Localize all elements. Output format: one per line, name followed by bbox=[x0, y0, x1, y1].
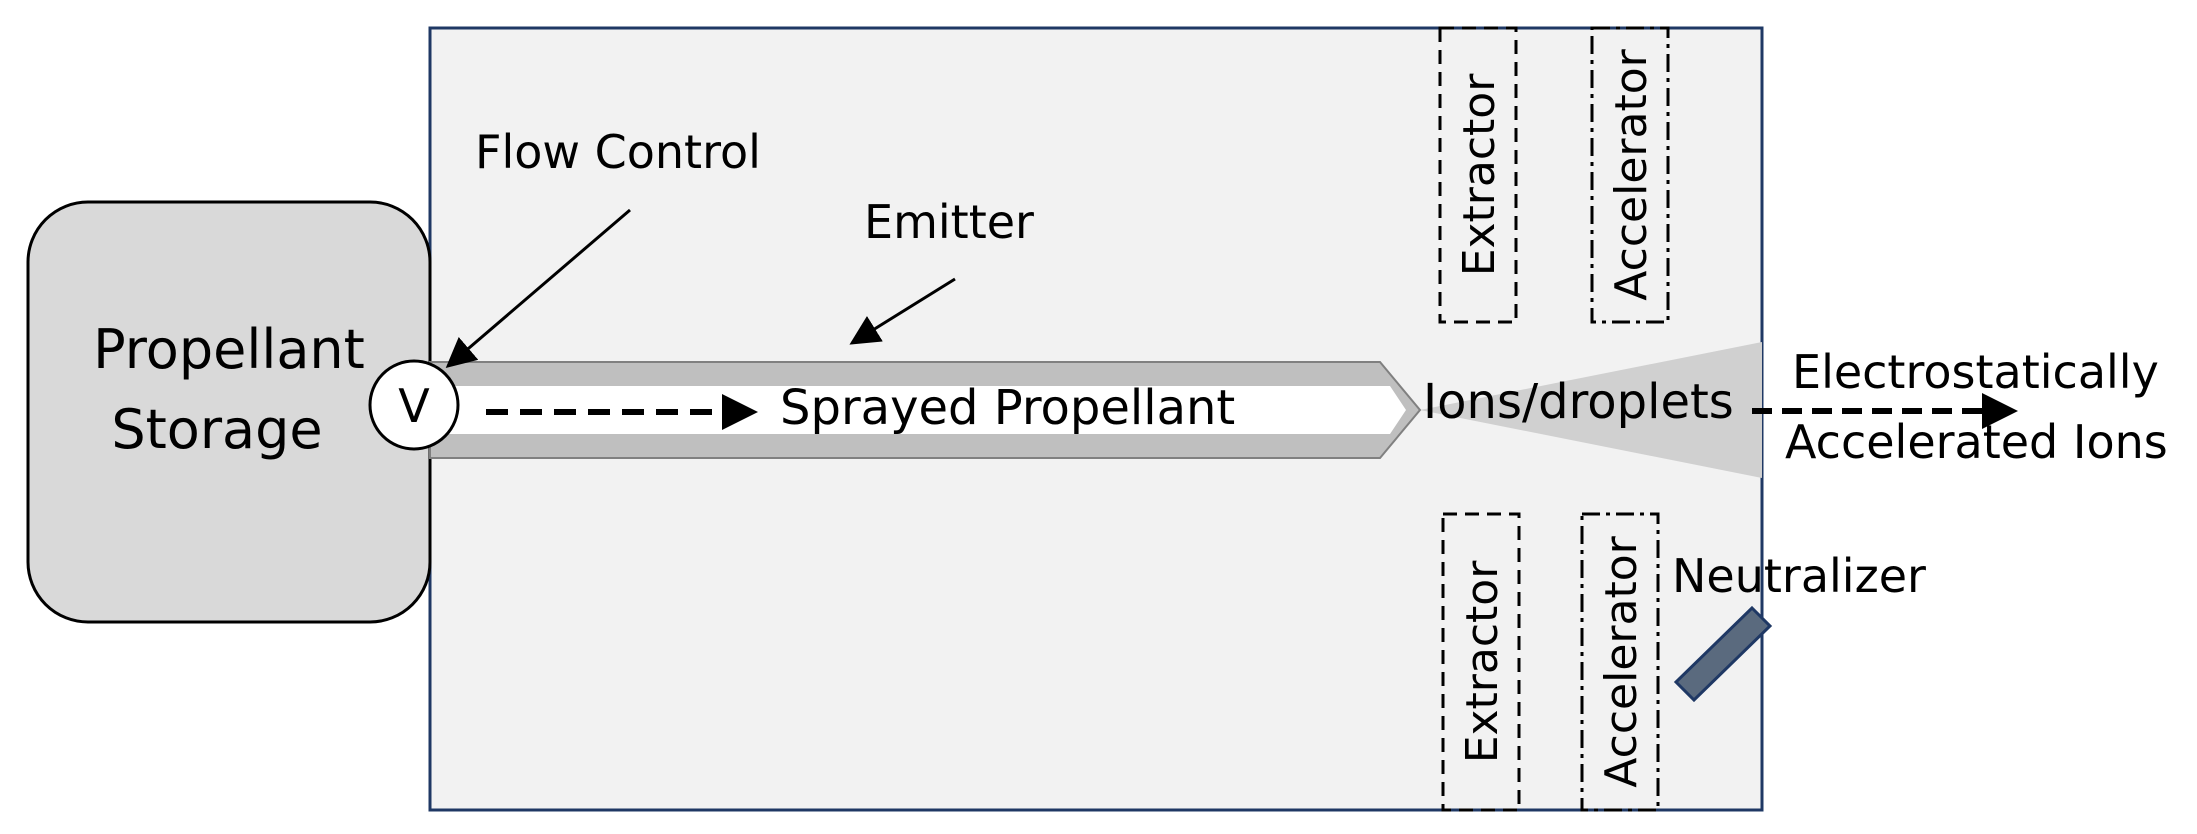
accelerator-electrode-top bbox=[1590, 26, 1670, 324]
accelerator-label-bottom: Accelerator bbox=[1596, 535, 1647, 787]
sprayed-propellant-label: Sprayed Propellant bbox=[780, 380, 1235, 436]
neutralizer-element bbox=[1673, 605, 1773, 703]
extractor-electrode-bottom bbox=[1441, 512, 1521, 812]
neutralizer-label: Neutralizer bbox=[1672, 549, 1926, 603]
valve-label: V bbox=[398, 379, 430, 433]
output-label-line1: Electrostatically bbox=[1792, 345, 2159, 399]
extractor-label-top: Extractor bbox=[1454, 73, 1505, 277]
flow-control-label: Flow Control bbox=[475, 125, 761, 179]
emitter-label: Emitter bbox=[864, 195, 1034, 249]
extractor-label-bottom: Extractor bbox=[1457, 560, 1508, 764]
propellant-storage-label-line2: Storage bbox=[111, 398, 322, 461]
accelerator-electrode-bottom bbox=[1580, 512, 1660, 812]
propellant-storage-label-line1: Propellant bbox=[93, 318, 365, 381]
extractor-electrode-top bbox=[1438, 26, 1518, 324]
accelerator-label-top: Accelerator bbox=[1606, 48, 1657, 300]
ion-plume bbox=[1420, 342, 1762, 478]
flow-control-valve bbox=[368, 359, 460, 451]
emitter-core bbox=[430, 386, 1406, 434]
output-label-line2: Accelerated Ions bbox=[1785, 415, 2168, 469]
flow-control-pointer-arrow bbox=[445, 208, 631, 368]
ions-droplets-label: Ions/droplets bbox=[1423, 374, 1734, 430]
emitter-pointer-arrow bbox=[849, 277, 956, 345]
